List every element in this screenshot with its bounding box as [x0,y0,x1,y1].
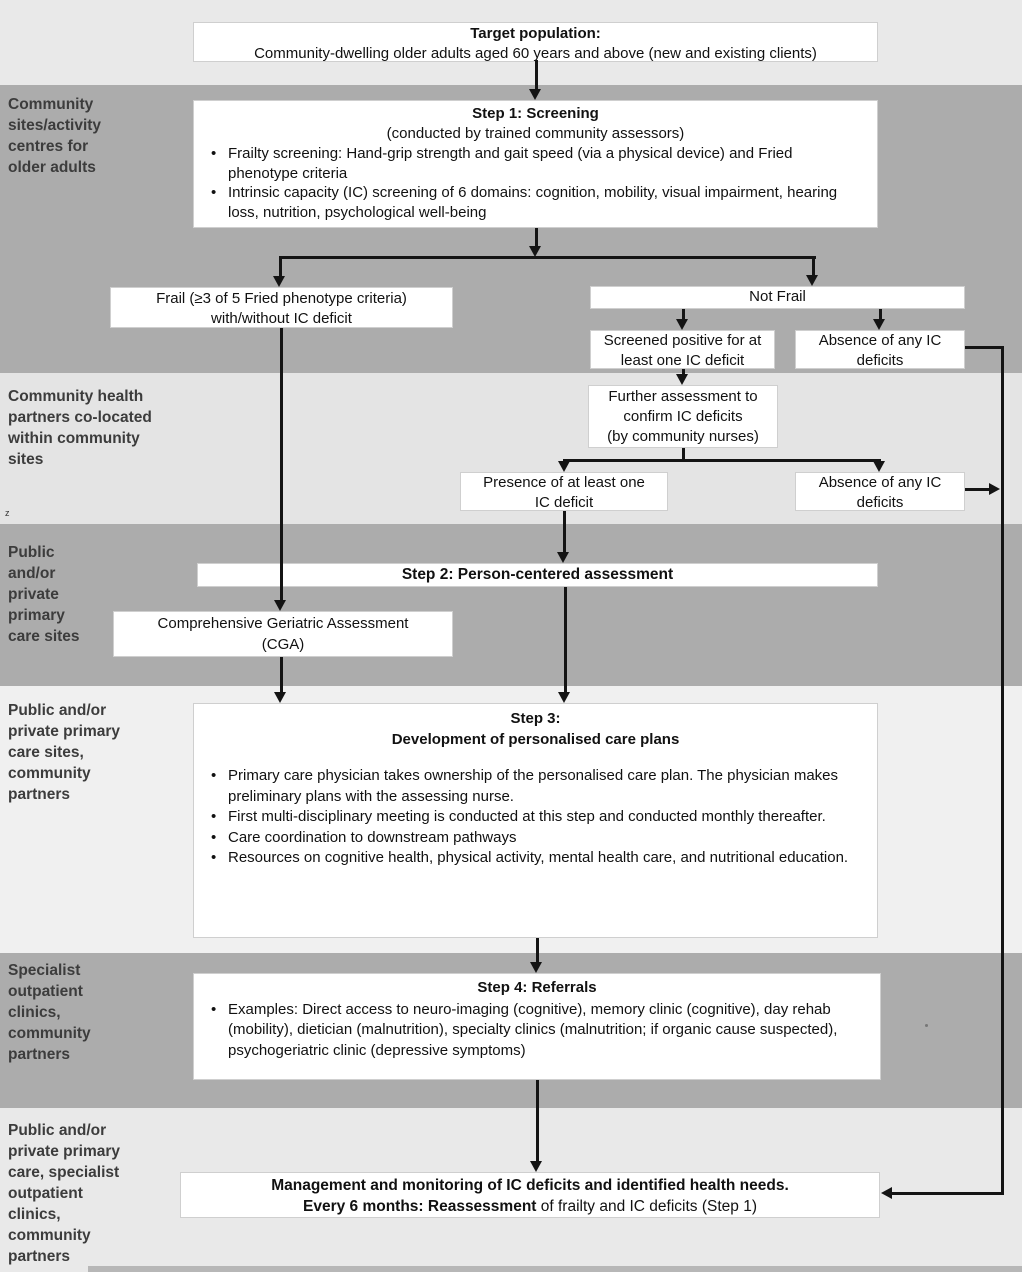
arrow-frail-to-cga [280,328,283,601]
management-line2-rest: of frailty and IC deficits (Step 1) [536,1198,757,1215]
step4-bullet: Examples: Direct access to neuro-imaging… [211,1000,868,1062]
step3-bullet: First multi-disciplinary meeting is cond… [211,807,865,828]
arrow-step1-to-split [535,228,538,247]
step1-screening-box: Step 1: Screening (conducted by trained … [193,100,878,228]
step3-title: Step 3: Development of personalised care… [391,710,680,748]
target-population-box: Target population: Community-dwelling ol… [193,22,878,62]
management-line1: Management and monitoring of IC deficits… [271,1177,789,1194]
arrowhead-split-to-notfrail [806,275,818,286]
arrowhead-frail-to-cga [274,600,286,611]
management-line2-bold: Every 6 months: Reassessment [302,1198,537,1215]
step1-bullet: Frailty screening: Hand-grip strength an… [211,144,865,183]
arrowhead-notfrail-to-screened [676,319,688,330]
arrow-bypass-rail [1001,346,1004,1195]
arrowhead-split-to-absence [873,461,885,472]
arrow-step4-to-management [536,1080,539,1162]
step3-bullet-list: Primary care physician takes ownership o… [194,766,877,869]
arrowhead-rail-to-management [881,1187,892,1199]
step2-assessment-bar: Step 2: Person-centered assessment [197,563,878,587]
arrow-split-presence-absence [563,459,881,462]
target-population-body: Community-dwelling older adults aged 60 … [254,44,817,62]
arrowhead-notfrail-to-absence [873,319,885,330]
arrow-further-to-split [682,448,685,459]
band-label-primary-care-sites: Public and/or private primary care sites [8,544,80,645]
step3-bullet: Resources on cognitive health, physical … [211,848,865,869]
absence-ic-deficits-confirmed-box: Absence of any IC deficits [795,472,965,511]
step3-bullet: Primary care physician takes ownership o… [211,766,865,807]
absence-ic-deficits-top-box: Absence of any IC deficits [795,330,965,369]
step4-title: Step 4: Referrals [477,979,597,996]
arrow-split-frail-notfrail [279,256,816,259]
band-primary-care-sites [0,524,1022,686]
page-edge-artifact [88,1266,1022,1272]
dot-artifact [925,1024,928,1027]
arrow-screened-to-further [682,369,685,375]
arrowhead-cga-to-step3 [274,692,286,703]
arrow-target-to-step1 [535,60,538,90]
management-monitoring-box: Management and monitoring of IC deficits… [180,1172,880,1218]
arrow-presence-to-step2 [563,511,566,553]
target-population-title: Target population: [470,25,601,42]
further-assessment-box: Further assessment to confirm IC deficit… [588,385,778,448]
arrowhead-screened-to-further [676,374,688,385]
arrowhead-step1-to-split [529,246,541,257]
arrow-step2-to-step3 [564,587,567,693]
presence-ic-deficit-box: Presence of at least one IC deficit [460,472,668,511]
cga-box: Comprehensive Geriatric Assessment (CGA) [113,611,453,657]
arrowhead-presence-to-step2 [557,552,569,563]
step1-subtitle: (conducted by trained community assessor… [386,124,685,142]
arrowhead-split-to-frail [273,276,285,287]
arrow-notfrail-to-absence [879,309,882,320]
step3-care-plans-box: Step 3: Development of personalised care… [193,703,878,938]
not-frail-box: Not Frail [590,286,965,309]
arrow-split-to-frail [279,259,282,277]
band-label-community-health-partners: Community health partners co-located wit… [8,388,152,468]
screened-positive-box: Screened positive for at least one IC de… [590,330,775,369]
arrowhead-target-to-step1 [529,89,541,100]
band-label-primary-care-community: Public and/or private primary care sites… [8,702,120,803]
arrow-absence-top-to-rail [965,346,1004,349]
arrowhead-step4-to-management [530,1161,542,1172]
arrowhead-step3-to-step4 [530,962,542,973]
management-line2: Every 6 months: Reassessment of frailty … [181,1196,879,1217]
arrow-rail-to-management [892,1192,1004,1195]
step1-bullet: Intrinsic capacity (IC) screening of 6 d… [211,183,865,222]
arrow-split-to-notfrail [812,259,815,275]
frail-box: Frail (≥3 of 5 Fried phenotype criteria)… [110,287,453,328]
arrow-step3-to-step4 [536,938,539,963]
step3-bullet: Care coordination to downstream pathways [211,828,865,849]
band-label-management: Public and/or private primary care, spec… [8,1122,120,1265]
arrow-absence-confirmed-to-rail [965,488,990,491]
band-label-community-sites: Community sites/activity centres for old… [8,96,102,176]
step1-title: Step 1: Screening [472,105,599,122]
step4-referrals-box: Step 4: Referrals Examples: Direct acces… [193,973,881,1080]
stray-mark: z [5,508,10,518]
step1-bullet-list: Frailty screening: Hand-grip strength an… [194,144,877,222]
arrowhead-absence-confirmed-to-rail [989,483,1000,495]
arrowhead-step2-to-step3 [558,692,570,703]
arrow-notfrail-to-screened [682,309,685,320]
step4-bullet-list: Examples: Direct access to neuro-imaging… [194,1000,880,1062]
arrow-cga-to-step3 [280,657,283,693]
arrowhead-split-to-presence [558,461,570,472]
band-label-specialist-outpatient: Specialist outpatient clinics, community… [8,962,91,1063]
